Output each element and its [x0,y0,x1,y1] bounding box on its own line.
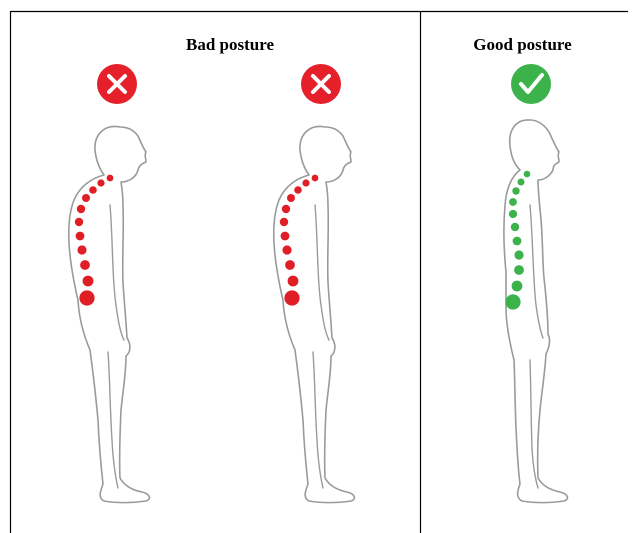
spine-dot [524,171,531,178]
spine-dot [294,186,302,194]
spine-dot [97,179,104,186]
spine-dot [512,281,523,292]
spine-dot [107,175,114,182]
spine-dot [83,276,94,287]
x-mark-icon [97,64,137,104]
hunched-figure [69,126,150,502]
hunched-figure [274,126,355,502]
spine-dot [282,245,291,254]
spine-dot [284,290,299,305]
upright-figure [504,120,568,503]
spine-dot [285,260,295,270]
spine-dot [281,232,290,241]
spine-dot [77,205,85,213]
bad-posture-title: Bad posture [115,35,345,55]
spine-dot [511,223,519,231]
spine-dot [514,250,523,259]
spine-dot [509,210,517,218]
spine-dot [79,290,94,305]
spine-dot [287,194,295,202]
spine-dot [77,245,86,254]
spine-dot [512,187,519,194]
spine-dot [514,265,524,275]
spine-dot [509,198,517,206]
hunched-body-silhouette [69,126,150,502]
spine-dot [75,218,83,226]
spine-dot [302,179,309,186]
spine-dot [89,186,97,194]
good-posture-title: Good posture [425,35,620,55]
spine-dot [282,205,290,213]
upright-body-silhouette [504,120,568,503]
spine-dot [80,260,90,270]
spine-dot [288,276,299,287]
x-mark-icon [301,64,341,104]
spine-dot [76,232,85,241]
spine-dot [518,179,525,186]
hunched-body-silhouette [274,126,355,502]
check-mark-icon [511,64,551,104]
spine-dot [82,194,90,202]
spine-dot [513,237,522,246]
spine-dot [505,294,520,309]
spine-dot [312,175,319,182]
spine-dot [280,218,288,226]
